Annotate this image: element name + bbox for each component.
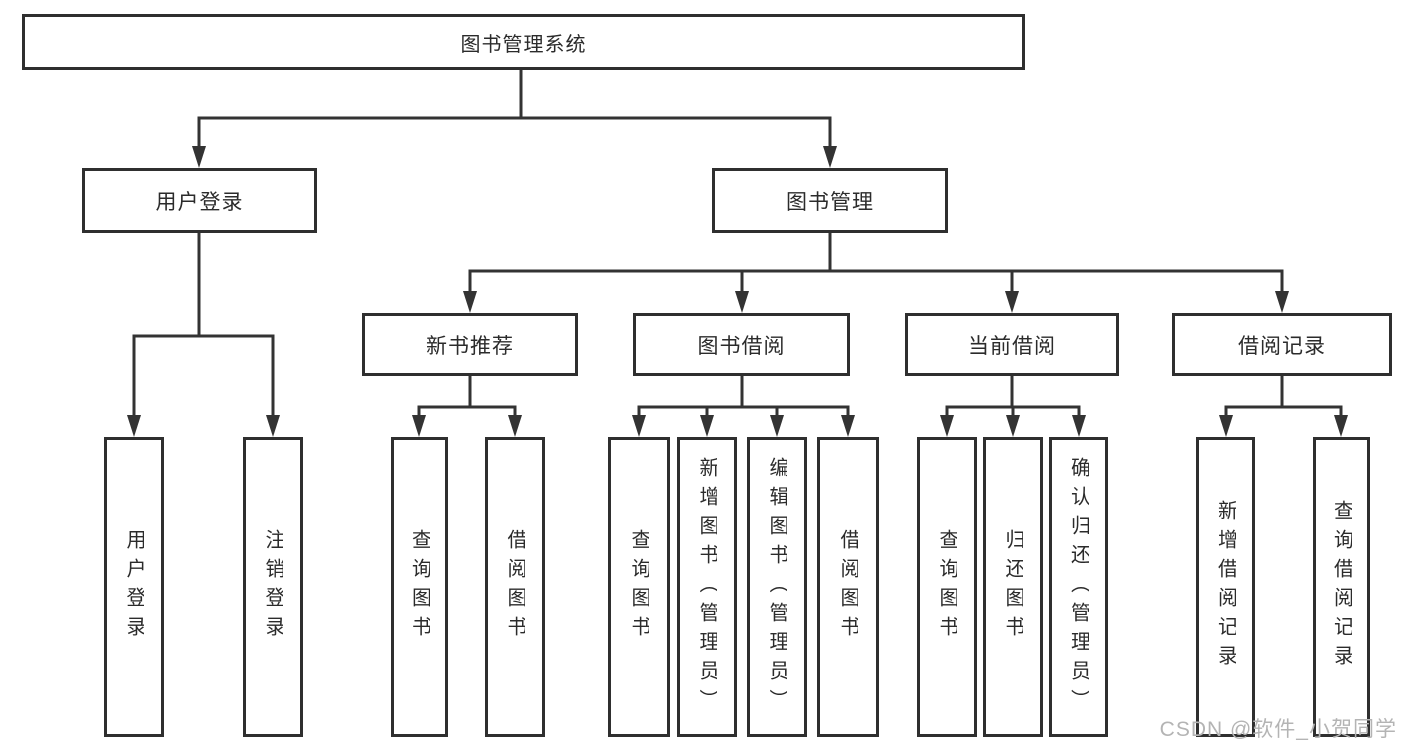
leaf-query-borrow-record: 查询借阅记录 [1313,437,1370,737]
leaf-return-books: 归还图书 [983,437,1043,737]
node-current-borrow-label: 当前借阅 [968,334,1056,358]
node-root-system: 图书管理系统 [22,14,1025,70]
node-user-login-label: 用户登录 [155,190,244,214]
leaf-user-login-label: 用户登录 [124,529,144,645]
leaf-borrow-books-recommend-label: 借阅图书 [505,529,525,645]
leaf-add-books-admin-label: 新增图书（管理员） [697,456,717,718]
leaf-confirm-return-admin-label: 确认归还（管理员） [1068,456,1089,718]
leaf-logout-label: 注销登录 [263,529,283,645]
node-book-borrow: 图书借阅 [633,313,850,376]
node-book-management-label: 图书管理 [786,190,874,214]
node-root-system-label: 图书管理系统 [460,33,587,56]
node-new-book-recommend-label: 新书推荐 [426,334,514,358]
node-book-management: 图书管理 [712,168,948,233]
leaf-borrow-books-label: 借阅图书 [838,529,858,645]
node-new-book-recommend: 新书推荐 [362,313,578,376]
leaf-confirm-return-admin: 确认归还（管理员） [1049,437,1108,737]
leaf-query-books-borrow: 查询图书 [608,437,670,737]
leaf-add-borrow-record-label: 新增借阅记录 [1215,500,1236,674]
csdn-watermark: CSDN @软件_小贺同学 [1159,718,1397,741]
node-user-login: 用户登录 [82,168,317,233]
leaf-query-books-current-label: 查询图书 [937,529,957,645]
leaf-edit-books-admin: 编辑图书（管理员） [747,437,807,737]
leaf-user-login: 用户登录 [104,437,164,737]
leaf-borrow-books: 借阅图书 [817,437,879,737]
leaf-query-borrow-record-label: 查询借阅记录 [1331,500,1352,674]
leaf-borrow-books-recommend: 借阅图书 [485,437,545,737]
leaf-add-borrow-record: 新增借阅记录 [1196,437,1255,737]
leaf-edit-books-admin-label: 编辑图书（管理员） [767,456,787,718]
node-book-borrow-label: 图书借阅 [697,334,786,358]
leaf-logout: 注销登录 [243,437,303,737]
leaf-add-books-admin: 新增图书（管理员） [677,437,737,737]
leaf-query-books-borrow-label: 查询图书 [629,529,649,645]
node-borrow-records: 借阅记录 [1172,313,1392,376]
leaf-return-books-label: 归还图书 [1003,529,1023,645]
node-borrow-records-label: 借阅记录 [1238,334,1326,358]
leaf-query-books-current: 查询图书 [917,437,977,737]
leaf-query-books-recommend-label: 查询图书 [409,529,430,645]
node-current-borrow: 当前借阅 [905,313,1119,376]
leaf-query-books-recommend: 查询图书 [391,437,448,737]
